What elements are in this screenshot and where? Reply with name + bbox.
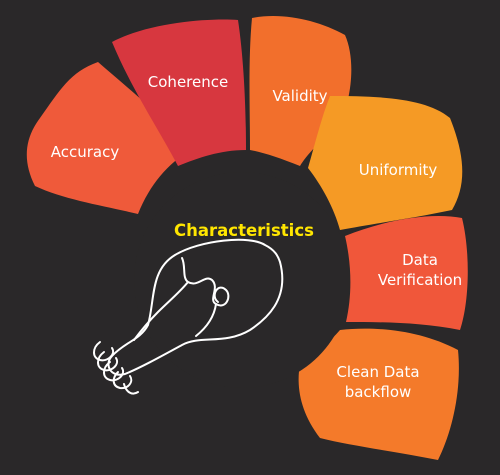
segment-label-line: Clean Data [336, 363, 419, 381]
segment-label-accuracy: Accuracy [51, 143, 120, 161]
segment-label-line: Verification [378, 271, 462, 289]
segment-uniformity [308, 96, 463, 230]
segment-clean-data-backflow [298, 328, 459, 460]
segment-label-uniformity: Uniformity [359, 161, 438, 179]
segment-label-clean-data-backflow: Clean Data backflow [336, 363, 419, 401]
segment-label-line: Coherence [148, 73, 228, 91]
segment-label-line: Uniformity [359, 161, 438, 179]
center-title: Characteristics [174, 221, 314, 240]
center-circle [134, 172, 350, 388]
segment-label-coherence: Coherence [148, 73, 228, 91]
segment-label-line: backflow [345, 383, 412, 401]
segment-label-line: Accuracy [51, 143, 120, 161]
segment-coherence [112, 19, 246, 166]
segment-label-validity: Validity [272, 87, 327, 105]
segment-label-line: Data [402, 251, 438, 269]
segment-label-line: Validity [272, 87, 327, 105]
lightbulb-icon [93, 238, 284, 395]
segment-accuracy [26, 62, 190, 214]
segment-data-verification [345, 216, 468, 330]
